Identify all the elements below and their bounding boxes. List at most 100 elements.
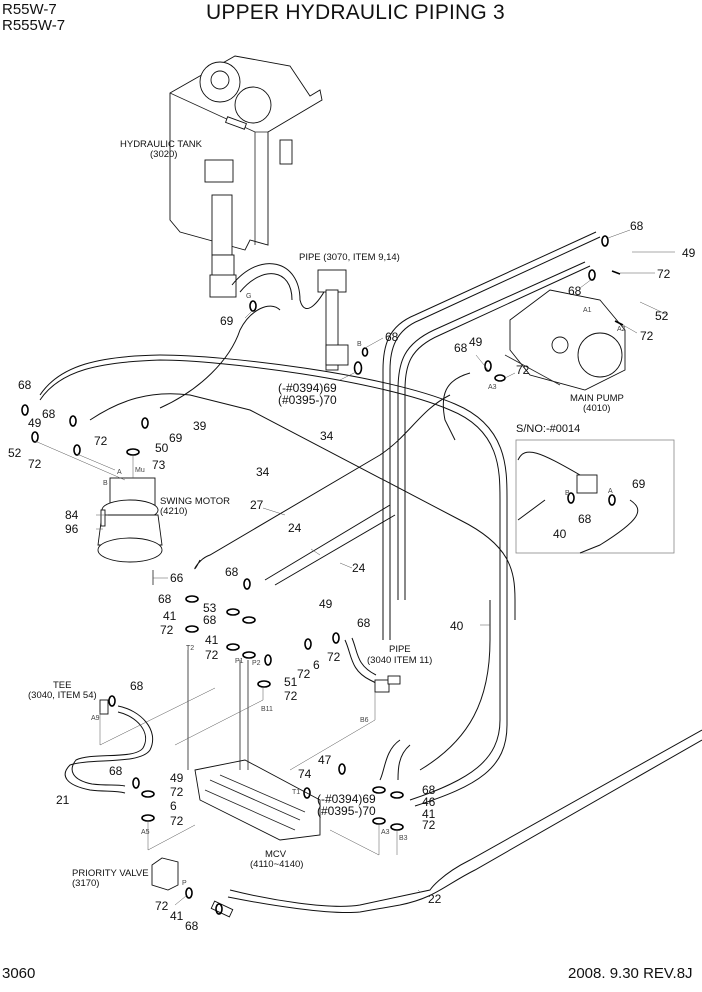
swing-motor-ref: (4210): [160, 506, 188, 517]
callout-52: 52: [655, 309, 669, 323]
callout-46: 46: [422, 795, 436, 809]
pipe-3070-drawing: [231, 263, 349, 371]
callout-68: 68: [42, 407, 56, 421]
serial-range-upper-70: (#0395-)70: [278, 393, 337, 407]
port-mu: Mu: [135, 467, 145, 474]
callout-68: 68: [630, 219, 644, 233]
callout-72: 72: [28, 457, 42, 471]
port-p2: P2: [252, 660, 261, 667]
callout-73: 73: [152, 458, 166, 472]
port-a1: A1: [583, 307, 592, 314]
pipe-3040-label: PIPE: [389, 644, 411, 655]
callout-72: 72: [327, 650, 341, 664]
port-a2: A2: [617, 326, 626, 333]
serial-callout-68: 68: [578, 512, 592, 526]
hydraulic-tank-ref: (3020): [150, 149, 178, 160]
pipe-3070-label: PIPE (3070, ITEM 9,14): [299, 252, 400, 263]
serial-inset-drawing: [517, 451, 639, 554]
serial-note-label: S/NO:-#0014: [516, 423, 581, 435]
callout-72: 72: [170, 785, 184, 799]
serial-range-upper-69: (-#0394)69: [278, 381, 337, 395]
callout-49: 49: [682, 246, 696, 260]
callout-52: 52: [8, 446, 22, 460]
callout-69: 69: [220, 314, 234, 328]
pump-hoses: [382, 231, 601, 600]
callout-72: 72: [422, 818, 436, 832]
main-pump-drawing: [504, 289, 626, 391]
callout-41: 41: [163, 609, 177, 623]
callout-68: 68: [18, 378, 32, 392]
port-p: P: [182, 880, 187, 887]
port-b11: B11: [261, 706, 273, 713]
main-pump-label: MAIN PUMP: [570, 393, 624, 404]
mcv-ref: (4110~4140): [250, 859, 304, 870]
callout-34: 34: [320, 429, 334, 443]
port-p1: P1: [235, 658, 244, 665]
callout-47: 47: [318, 753, 332, 767]
pipe-3040-drawing: [344, 637, 401, 693]
callout-68: 68: [568, 284, 582, 298]
callout-72: 72: [284, 689, 298, 703]
tee-hose-21: [64, 699, 154, 794]
mcv-label: MCV: [265, 849, 287, 860]
callout-96: 96: [65, 522, 79, 536]
callout-53: 53: [203, 601, 217, 615]
callout-50: 50: [155, 441, 169, 455]
priority-valve-label: PRIORITY VALVE: [72, 868, 149, 879]
serial-inset-box: [515, 439, 675, 554]
port-b-swing: B: [103, 480, 108, 487]
callout-6: 6: [313, 658, 320, 672]
port-t1: T1: [292, 789, 301, 796]
priority-valve-ref: (3170): [72, 878, 100, 889]
port-a-swing: A: [117, 469, 122, 476]
port-g: G: [246, 293, 252, 300]
callout-68: 68: [225, 565, 239, 579]
lower-hoses: [227, 600, 702, 913]
callout-68: 68: [158, 592, 172, 606]
port-b: B: [357, 341, 362, 348]
callout-68: 68: [454, 341, 468, 355]
serial-port-a: A: [608, 488, 613, 495]
callout-68: 68: [185, 919, 199, 933]
callout-49: 49: [28, 416, 42, 430]
serial-callout-40: 40: [553, 527, 567, 541]
revision-date: 2008. 9.30 REV.8J: [568, 965, 693, 982]
serial-range-lower-69: (-#0394)69: [317, 792, 376, 806]
callout-72: 72: [205, 648, 219, 662]
callout-72: 72: [657, 267, 671, 281]
callout-74: 74: [298, 767, 312, 781]
model-label-1: R55W-7: [2, 1, 57, 18]
serial-range-lower-70: (#0395-)70: [317, 804, 376, 818]
callout-68: 68: [109, 764, 123, 778]
page-number: 3060: [2, 965, 36, 982]
callout-40: 40: [450, 619, 464, 633]
callout-72: 72: [170, 814, 184, 828]
serial-port-b: B: [565, 490, 570, 497]
callout-68: 68: [130, 679, 144, 693]
callout-39: 39: [193, 419, 207, 433]
callout-51: 51: [284, 675, 298, 689]
pipe-3040-ref: (3040 ITEM 11): [367, 655, 433, 666]
callout-27: 27: [250, 498, 264, 512]
callout-24: 24: [352, 561, 366, 575]
callout-72: 72: [516, 363, 530, 377]
callout-41: 41: [205, 633, 219, 647]
callout-72: 72: [155, 899, 169, 913]
callout-72: 72: [297, 667, 311, 681]
callout-49: 49: [469, 335, 483, 349]
callout-84: 84: [65, 508, 79, 522]
callout-49: 49: [170, 771, 184, 785]
page-title: UPPER HYDRAULIC PIPING 3: [206, 1, 505, 24]
mcv-drawing: [187, 650, 321, 841]
callout-34: 34: [256, 465, 270, 479]
callout-68: 68: [385, 330, 399, 344]
port-t2: T2: [186, 645, 195, 652]
o-rings: [21, 235, 624, 915]
callout-69: 69: [169, 431, 183, 445]
swing-motor-label: SWING MOTOR: [160, 496, 231, 507]
swing-motor-hoses: [39, 305, 516, 620]
hydraulic-tank-drawing: [169, 55, 323, 298]
hydraulic-tank-label: HYDRAULIC TANK: [120, 139, 202, 150]
serial-callout-69: 69: [632, 477, 646, 491]
